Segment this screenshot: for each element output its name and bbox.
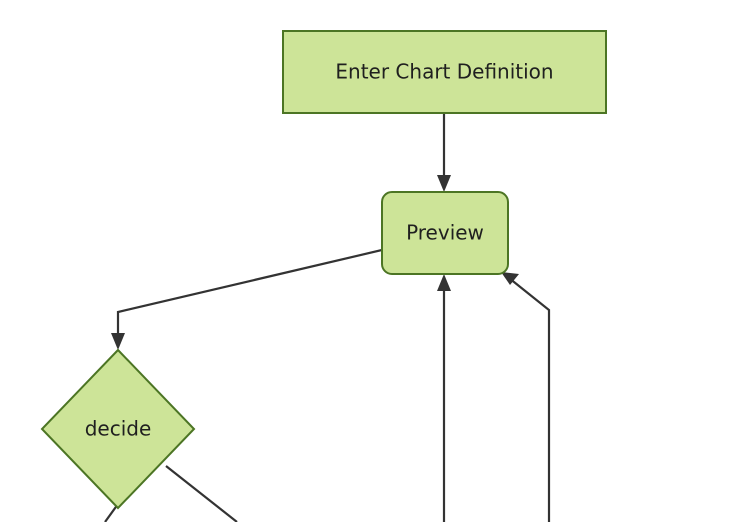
node-decide[interactable]: decide	[40, 348, 196, 510]
edge-line	[116, 248, 383, 342]
arrow-head-icon	[437, 175, 451, 192]
node-shape-rounded-rectangle[interactable]	[381, 191, 509, 275]
node-shape-diamond[interactable]	[40, 348, 196, 510]
edge-enter-to-preview	[437, 113, 451, 192]
node-label-enter-chart-definition: Enter Chart Definition	[335, 60, 553, 84]
node-preview[interactable]: Preview	[381, 191, 509, 275]
arrow-head-icon	[437, 274, 451, 291]
edge-line	[165, 465, 238, 522]
edge-line	[508, 277, 551, 522]
node-shape-rectangle[interactable]	[282, 30, 607, 114]
edge-bottom-center-to-preview	[437, 274, 451, 522]
node-enter-chart-definition[interactable]: Enter Chart Definition	[282, 30, 607, 114]
edge-decide-out-right	[165, 465, 238, 522]
edge-preview-to-decide	[111, 248, 383, 350]
arrow-head-icon	[111, 333, 125, 350]
edge-bottom-right-to-preview	[501, 272, 551, 522]
node-label-preview: Preview	[406, 221, 484, 245]
node-label-decide: decide	[85, 417, 152, 441]
arrow-head-icon	[501, 272, 519, 285]
